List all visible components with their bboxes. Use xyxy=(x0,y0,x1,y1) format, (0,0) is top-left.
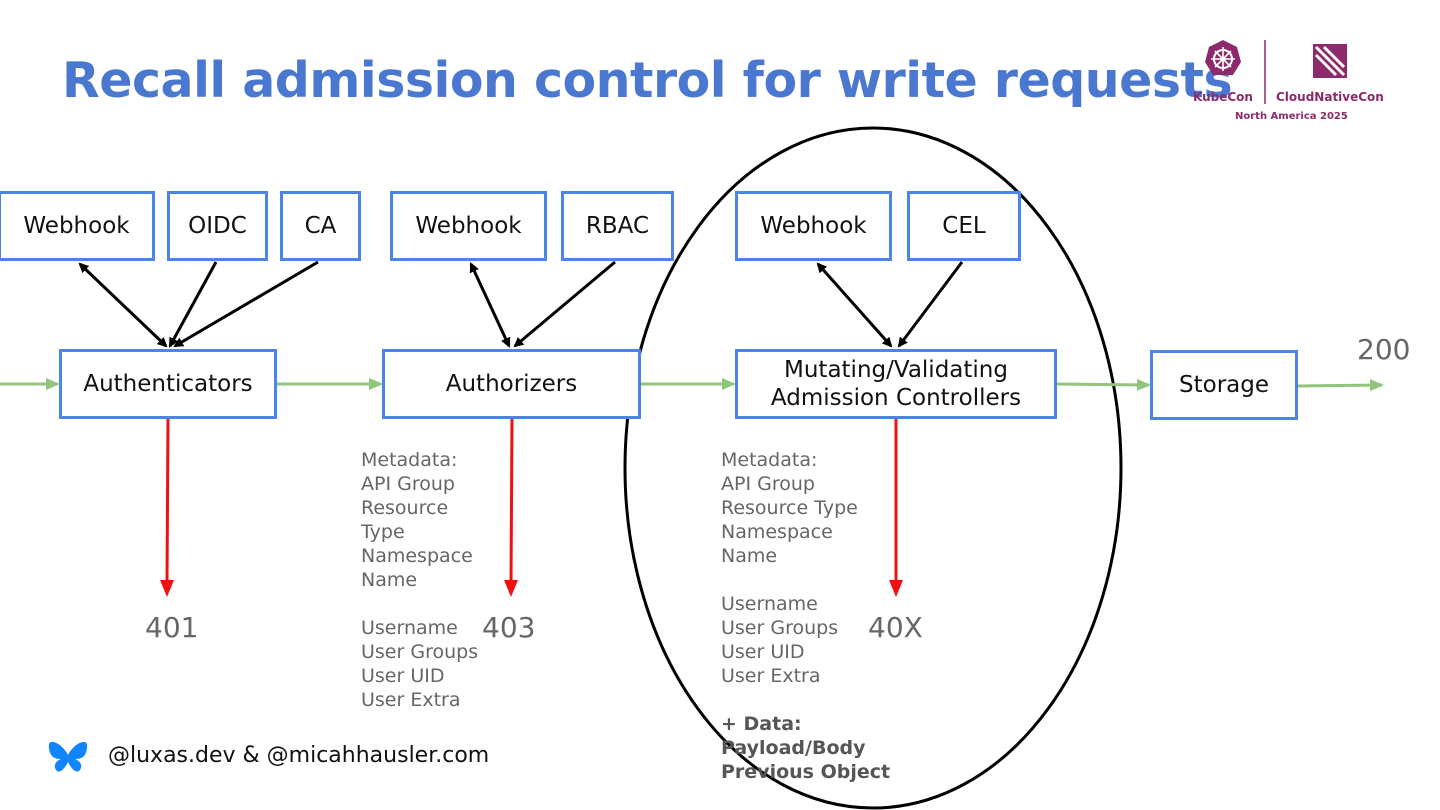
info-line: Resource xyxy=(361,497,449,519)
admission-webhook-label: Webhook xyxy=(760,213,867,239)
authn-deny-arrow xyxy=(165,418,170,583)
admission-webhook-box: Webhook xyxy=(735,191,892,261)
authn-ca-label: CA xyxy=(304,213,337,239)
storage-label: Storage xyxy=(1179,372,1269,398)
authz-deny-arrowhead xyxy=(504,580,518,597)
admission-cel-arrow xyxy=(897,261,964,348)
info-line xyxy=(361,592,478,616)
authenticators-box: Authenticators xyxy=(59,349,277,419)
admission-highlight-ellipse xyxy=(623,126,1123,810)
authorizers-label: Authorizers xyxy=(445,371,578,397)
cloudnativecon-label: CloudNativeCon xyxy=(1276,90,1384,104)
authz-status-code: 403 xyxy=(482,611,536,644)
authn-webhook-arrow xyxy=(78,262,168,348)
info-line: Type xyxy=(361,521,405,543)
event-label: North America 2025 xyxy=(1235,111,1348,122)
authz-deny-arrow xyxy=(509,418,514,583)
data-info-line: + Data: xyxy=(721,713,802,735)
info-line: Namespace xyxy=(721,521,833,543)
storage-box: Storage xyxy=(1150,350,1298,420)
info-line: Username xyxy=(361,617,458,639)
authz-webhook-label: Webhook xyxy=(415,213,522,239)
info-line: Namespace xyxy=(361,545,473,567)
info-line: Name xyxy=(361,569,418,591)
info-line: Metadata: xyxy=(721,449,818,471)
butterfly-icon xyxy=(48,741,88,772)
info-line: User UID xyxy=(721,641,805,663)
authn-oidc-arrow xyxy=(168,261,218,348)
authz-webhook-arrow xyxy=(469,262,511,348)
flow-arrow-out xyxy=(1296,379,1384,392)
info-line: API Group xyxy=(721,473,815,495)
authn-oidc-label: OIDC xyxy=(188,213,247,239)
authz-info-list: Metadata: API Group Resource Type Namesp… xyxy=(361,448,478,712)
event-logo: KubeCon CloudNativeCon North America 202… xyxy=(1188,38,1398,128)
authz-rbac-label: RBAC xyxy=(585,213,650,239)
admission-controllers-label-line2: Admission Controllers xyxy=(770,385,1022,411)
data-info-line: Previous Object xyxy=(721,761,891,783)
kubecon-label: KubeCon xyxy=(1193,90,1253,104)
info-line: User Groups xyxy=(721,617,839,639)
authn-ca-box: CA xyxy=(280,191,361,261)
admission-status-code: 40X xyxy=(868,611,923,644)
storage-status-code: 200 xyxy=(1357,333,1411,366)
flow-arrow-admission-storage xyxy=(1055,378,1151,391)
admission-deny-arrowhead xyxy=(889,580,903,597)
info-line: API Group xyxy=(361,473,455,495)
speaker-handles: @luxas.dev & @micahhausler.com xyxy=(108,743,490,768)
admission-cel-label: CEL xyxy=(942,213,986,239)
authz-webhook-box: Webhook xyxy=(390,191,547,261)
admission-info-list: Metadata: API Group Resource Type Namesp… xyxy=(721,448,890,784)
authz-rbac-arrow xyxy=(513,260,616,348)
info-line: Resource Type xyxy=(721,497,858,519)
info-line: User Groups xyxy=(361,641,479,663)
info-line: Metadata: xyxy=(361,449,458,471)
authorizers-box: Authorizers xyxy=(382,349,641,419)
info-line: User UID xyxy=(361,665,445,687)
authn-deny-arrowhead xyxy=(160,580,174,597)
kubecon-logo-icon xyxy=(1205,40,1347,104)
info-line: User Extra xyxy=(721,665,821,687)
page-title: Recall admission control for write reque… xyxy=(62,52,1233,109)
info-line xyxy=(721,568,890,592)
authn-webhook-box: Webhook xyxy=(0,191,155,261)
authn-webhook-label: Webhook xyxy=(23,213,130,239)
info-line: User Extra xyxy=(361,689,461,711)
info-line: Name xyxy=(721,545,778,567)
admission-webhook-arrow xyxy=(816,262,893,348)
info-line: Username xyxy=(721,593,818,615)
authn-oidc-box: OIDC xyxy=(167,191,268,261)
authn-ca-arrow xyxy=(173,260,319,348)
info-line xyxy=(721,688,890,712)
admission-controllers-box: Mutating/Validating Admission Controller… xyxy=(735,349,1057,419)
authenticators-label: Authenticators xyxy=(83,371,253,397)
authn-status-code: 401 xyxy=(145,611,199,644)
admission-controllers-label-line1: Mutating/Validating xyxy=(784,357,1008,383)
data-info-line: Payload/Body xyxy=(721,737,866,759)
admission-cel-box: CEL xyxy=(907,191,1021,261)
authz-rbac-box: RBAC xyxy=(561,191,674,261)
